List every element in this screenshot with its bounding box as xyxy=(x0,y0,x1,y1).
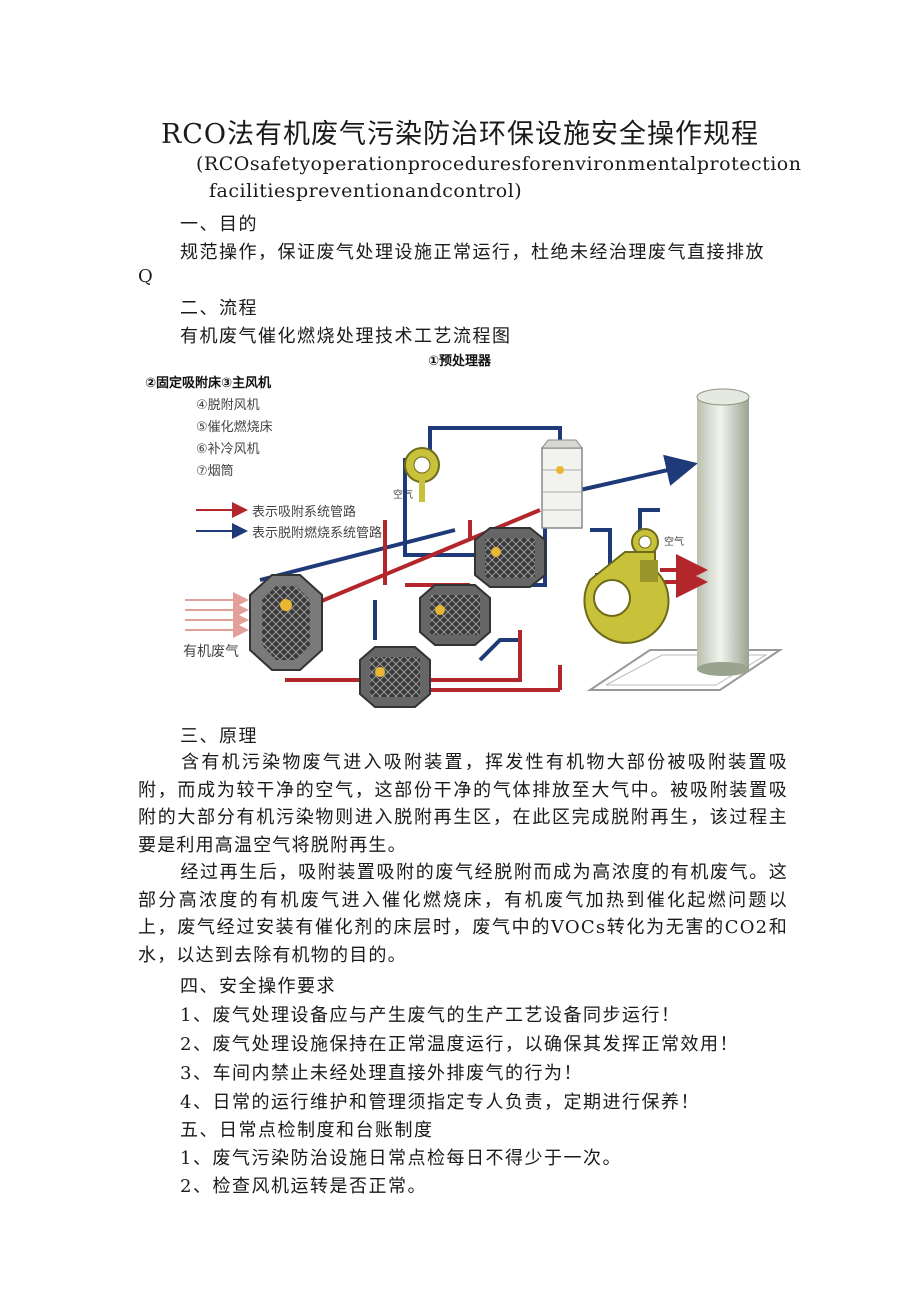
adsorption-bed-top xyxy=(474,527,546,588)
section-3-paragraph-1-text: 含有机污染物废气进入吸附装置，挥发性有机物大部份被吸附装置吸附，而成为较干净的空… xyxy=(138,752,788,856)
section-1-text: 规范操作，保证废气处理设施正常运行，杜绝未经治理废气直接排放 xyxy=(180,242,765,263)
legend-cooling-fan: ⑥补冷风机 xyxy=(196,442,260,457)
requirement-item: 2、废气处理设施保持在正常温度运行，以确保其发挥正常效用！ xyxy=(180,1034,739,1055)
inlet-label: 有机废气 xyxy=(183,644,239,660)
requirement-item: 4、日常的运行维护和管理须指定专人负责，定期进行保养！ xyxy=(180,1092,700,1113)
process-flow-diagram xyxy=(185,388,784,708)
section-3-paragraph-2: 经过再生后，吸附装置吸附的废气经脱附而成为高浓度的有机废气。这部分高浓度的有机废… xyxy=(138,859,788,969)
label-pretreatment: ①预处理器 xyxy=(428,354,492,369)
section-3-heading: 三、原理 xyxy=(180,726,258,747)
requirement-item: 1、废气处理设备应与产生废气的生产工艺设备同步运行！ xyxy=(180,1005,681,1026)
chimney-icon xyxy=(696,388,750,676)
label-fixed-bed-main-fan: ②固定吸附床③主风机 xyxy=(145,376,272,391)
section-3-paragraph-2-text: 经过再生后，吸附装置吸附的废气经脱附而成为高浓度的有机废气。这部分高浓度的有机废… xyxy=(138,862,788,966)
diagram-caption: 有机废气催化燃烧处理技术工艺流程图 xyxy=(180,326,512,347)
catalytic-bed-unit xyxy=(541,439,583,529)
section-1-text-tail: Q xyxy=(138,266,155,287)
legend-catalytic-bed: ⑤催化燃烧床 xyxy=(196,420,273,435)
adsorption-bed-bottom xyxy=(359,646,431,708)
subtitle-line-1: (RCOsafetyoperationproceduresforenvironm… xyxy=(196,153,802,175)
legend-red-line-label: 表示吸附系统管路 xyxy=(252,505,357,520)
desorption-fan-icon xyxy=(404,447,440,502)
section-1-heading: 一、目的 xyxy=(180,214,258,235)
legend-desorption-fan: ④脱附风机 xyxy=(196,398,260,413)
inlet-arrows xyxy=(185,592,249,638)
section-2-heading: 二、流程 xyxy=(180,298,258,319)
adsorption-bed-middle xyxy=(419,584,491,646)
main-fan-icon xyxy=(583,551,670,644)
inspection-item: 1、废气污染防治设施日常点检每日不得少于一次。 xyxy=(180,1148,622,1169)
air-label-2: 空气 xyxy=(664,537,684,548)
legend-chimney: ⑦烟筒 xyxy=(196,464,234,479)
section-3-paragraph-1: 含有机污染物废气进入吸附装置，挥发性有机物大部份被吸附装置吸附，而成为较干净的空… xyxy=(138,749,788,859)
section-5-heading: 五、日常点检制度和台账制度 xyxy=(180,1120,434,1141)
legend-blue-line-label: 表示脱附燃烧系统管路 xyxy=(252,526,383,541)
chimney-base xyxy=(586,649,784,691)
requirement-item: 3、车间内禁止未经处理直接外排废气的行为！ xyxy=(180,1063,583,1084)
page-title: RCO法有机废气污染防治环保设施安全操作规程 xyxy=(160,119,760,150)
inspection-item: 2、检查风机运转是否正常。 xyxy=(180,1176,427,1197)
section-4-heading: 四、安全操作要求 xyxy=(180,976,336,997)
subtitle-line-2: facilitiespreventionandcontrol) xyxy=(209,180,523,202)
adsorption-bed-main xyxy=(249,574,323,671)
